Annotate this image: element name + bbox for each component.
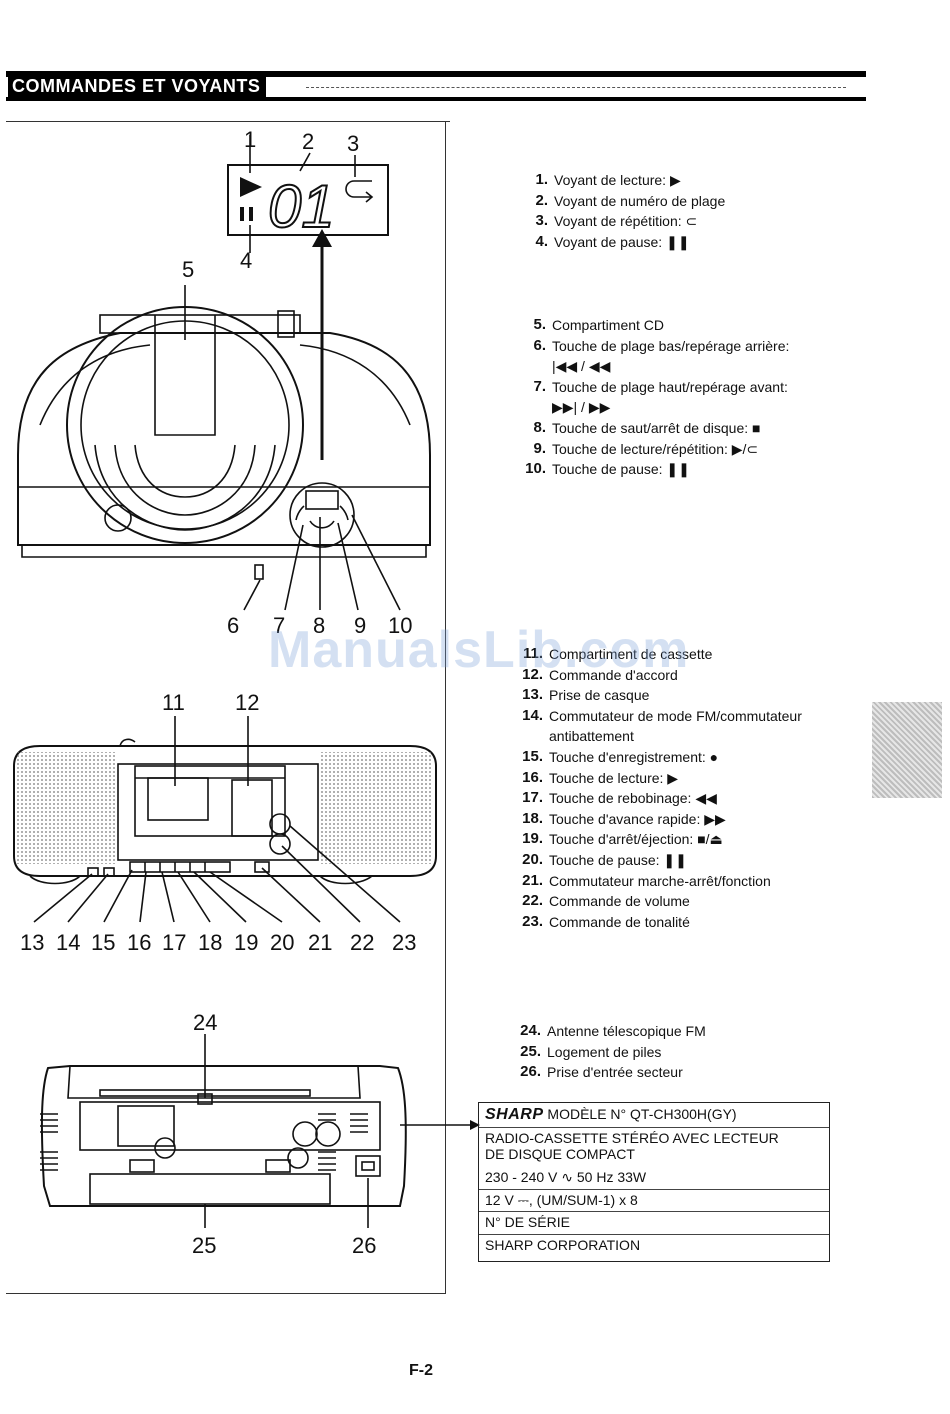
callout-7: 7 — [273, 613, 285, 638]
list-display-indicators: 1.Voyant de lecture: ▶ 2.Voyant de numér… — [518, 170, 848, 252]
watermark: ManualsLib.com — [268, 621, 690, 679]
rear-body — [40, 1065, 407, 1207]
list-item: 22.Commande de volume — [522, 892, 690, 910]
display-panel — [227, 164, 389, 236]
list-item: 19.Touche d'arrêt/éjection: ■/⏏ — [522, 830, 723, 848]
callout-3: 3 — [347, 131, 359, 156]
manufacturer: SHARP CORPORATION — [485, 1237, 641, 1253]
section-title: COMMANDES ET VOYANTS — [8, 75, 267, 99]
list-item: 24.Antenne télescopique FM — [520, 1022, 706, 1039]
list-item: 18.Touche d'avance rapide: ▶▶ — [522, 809, 726, 827]
callout-13: 13 — [20, 930, 44, 955]
header-rule-bottom — [6, 97, 866, 101]
button-cluster — [289, 482, 355, 548]
rating-nameplate: SHARP MODÈLE N° QT-CH300H(GY) RADIO-CASS… — [478, 1102, 830, 1262]
list-item: 17.Touche de rebobinage: ◀◀ — [522, 789, 717, 807]
list-item: 10.Touche de pause: ❚❚ — [525, 460, 690, 478]
list-item: 15.Touche d'enregistrement: ● — [522, 747, 719, 765]
callout-21: 21 — [308, 930, 332, 955]
page-number: F-2 — [409, 1362, 433, 1379]
figure-frame-right — [445, 121, 446, 1293]
list-item: 2.Voyant de numéro de plage — [535, 191, 726, 209]
callout-8: 8 — [313, 613, 325, 638]
list-item: 26.Prise d'entrée secteur — [520, 1063, 683, 1081]
battery-rating: 12 V ⎓, (UM/SUM-1) x 8 — [485, 1192, 638, 1208]
list-item: 7.Touche de plage haut/repérage avant:▶▶… — [533, 377, 788, 416]
power-rating: 230 - 240 V ∿ 50 Hz 33W — [485, 1169, 647, 1185]
list-item: 6.Touche de plage bas/repérage arrière:|… — [533, 336, 790, 375]
cd-player-body — [17, 332, 431, 546]
repeat-indicator-icon — [345, 180, 374, 203]
section-tab-marker — [872, 702, 942, 798]
list-rear-parts: 24.Antenne télescopique FM 25.Logement d… — [511, 1021, 851, 1083]
list-item: 23.Commande de tonalité — [522, 912, 690, 930]
serial-number-field: N° DE SÉRIE — [485, 1214, 570, 1230]
section-header: COMMANDES ET VOYANTS — [6, 71, 866, 103]
cd-lid — [66, 306, 304, 544]
ac-socket — [355, 1155, 381, 1177]
arrow-right-icon — [400, 1120, 480, 1130]
control-strip — [129, 861, 231, 873]
callout-5: 5 — [182, 257, 194, 282]
list-item: 20.Touche de pause: ❚❚ — [522, 850, 687, 868]
cassette-body — [13, 745, 437, 877]
callout-22: 22 — [350, 930, 374, 955]
callout-9: 9 — [354, 613, 366, 638]
callout-15: 15 — [91, 930, 115, 955]
callout-23: 23 — [392, 930, 416, 955]
callout-4: 4 — [240, 248, 252, 273]
callout-6: 6 — [227, 613, 239, 638]
cassette-window — [147, 777, 209, 821]
callout-17: 17 — [162, 930, 186, 955]
list-item: 4.Voyant de pause: ❚❚ — [535, 232, 690, 250]
figure-cassette-side: 11 12 13 14 15 16 17 18 19 20 21 22 23 — [0, 686, 445, 961]
list-item: 8.Touche de saut/arrêt de disque: ■ — [533, 418, 761, 436]
list-item: 16.Touche de lecture: ▶ — [522, 768, 679, 786]
list-item: 11.Compartiment de cassette — [522, 645, 713, 662]
callout-2: 2 — [302, 129, 314, 154]
callout-18: 18 — [198, 930, 222, 955]
list-item: 9.Touche de lecture/répétition: ▶/⊂ — [533, 439, 759, 457]
callout-20: 20 — [270, 930, 294, 955]
speaker-right — [320, 752, 432, 864]
list-item: 13.Prise de casque — [522, 686, 650, 704]
callout-16: 16 — [127, 930, 151, 955]
model-number: MODÈLE N° QT-CH300H(GY) — [547, 1106, 737, 1122]
brand-logo: SHARP — [485, 1106, 544, 1123]
list-item: 12.Commande d'accord — [522, 665, 678, 683]
list-cassette-controls: 11.Compartiment de cassette 12.Commande … — [513, 644, 863, 932]
list-item: 3.Voyant de répétition: ⊂ — [535, 212, 698, 230]
callout-11: 11 — [162, 690, 185, 715]
callout-1: 1 — [244, 127, 256, 152]
header-rule-top — [6, 71, 866, 77]
figure-frame-bottom — [6, 1293, 446, 1294]
speaker-left — [16, 752, 116, 864]
callout-26: 26 — [352, 1233, 376, 1256]
pause-indicator-icon — [240, 207, 244, 221]
product-description-line2: DE DISQUE COMPACT — [485, 1146, 635, 1162]
callout-25: 25 — [192, 1233, 216, 1256]
battery-compartment — [89, 1173, 331, 1205]
callout-12: 12 — [235, 690, 259, 715]
list-item: 25.Logement de piles — [520, 1042, 662, 1060]
play-indicator-icon — [240, 177, 262, 197]
product-description: RADIO-CASSETTE STÉRÉO AVEC LECTEUR — [485, 1130, 779, 1146]
figure-cd-front: 01 1 2 3 4 5 6 7 8 9 10 — [0, 125, 445, 645]
list-item: 5.Compartiment CD — [533, 316, 665, 333]
list-item: 1.Voyant de lecture: ▶ — [535, 171, 681, 188]
figure-rear: 24 25 26 — [0, 1006, 445, 1256]
arrow-up-icon — [312, 229, 332, 247]
svg-text:01: 01 — [268, 173, 335, 240]
callout-19: 19 — [234, 930, 258, 955]
list-cd-controls: 5.Compartiment CD 6.Touche de plage bas/… — [516, 315, 856, 480]
header-dash-line — [306, 87, 846, 88]
callout-24: 24 — [193, 1010, 217, 1035]
list-item: 21.Commutateur marche-arrêt/fonction — [522, 871, 771, 889]
callout-10: 10 — [388, 613, 412, 638]
display-digits: 01 — [267, 172, 336, 241]
callout-14: 14 — [56, 930, 80, 955]
figure-frame-top — [6, 121, 450, 122]
